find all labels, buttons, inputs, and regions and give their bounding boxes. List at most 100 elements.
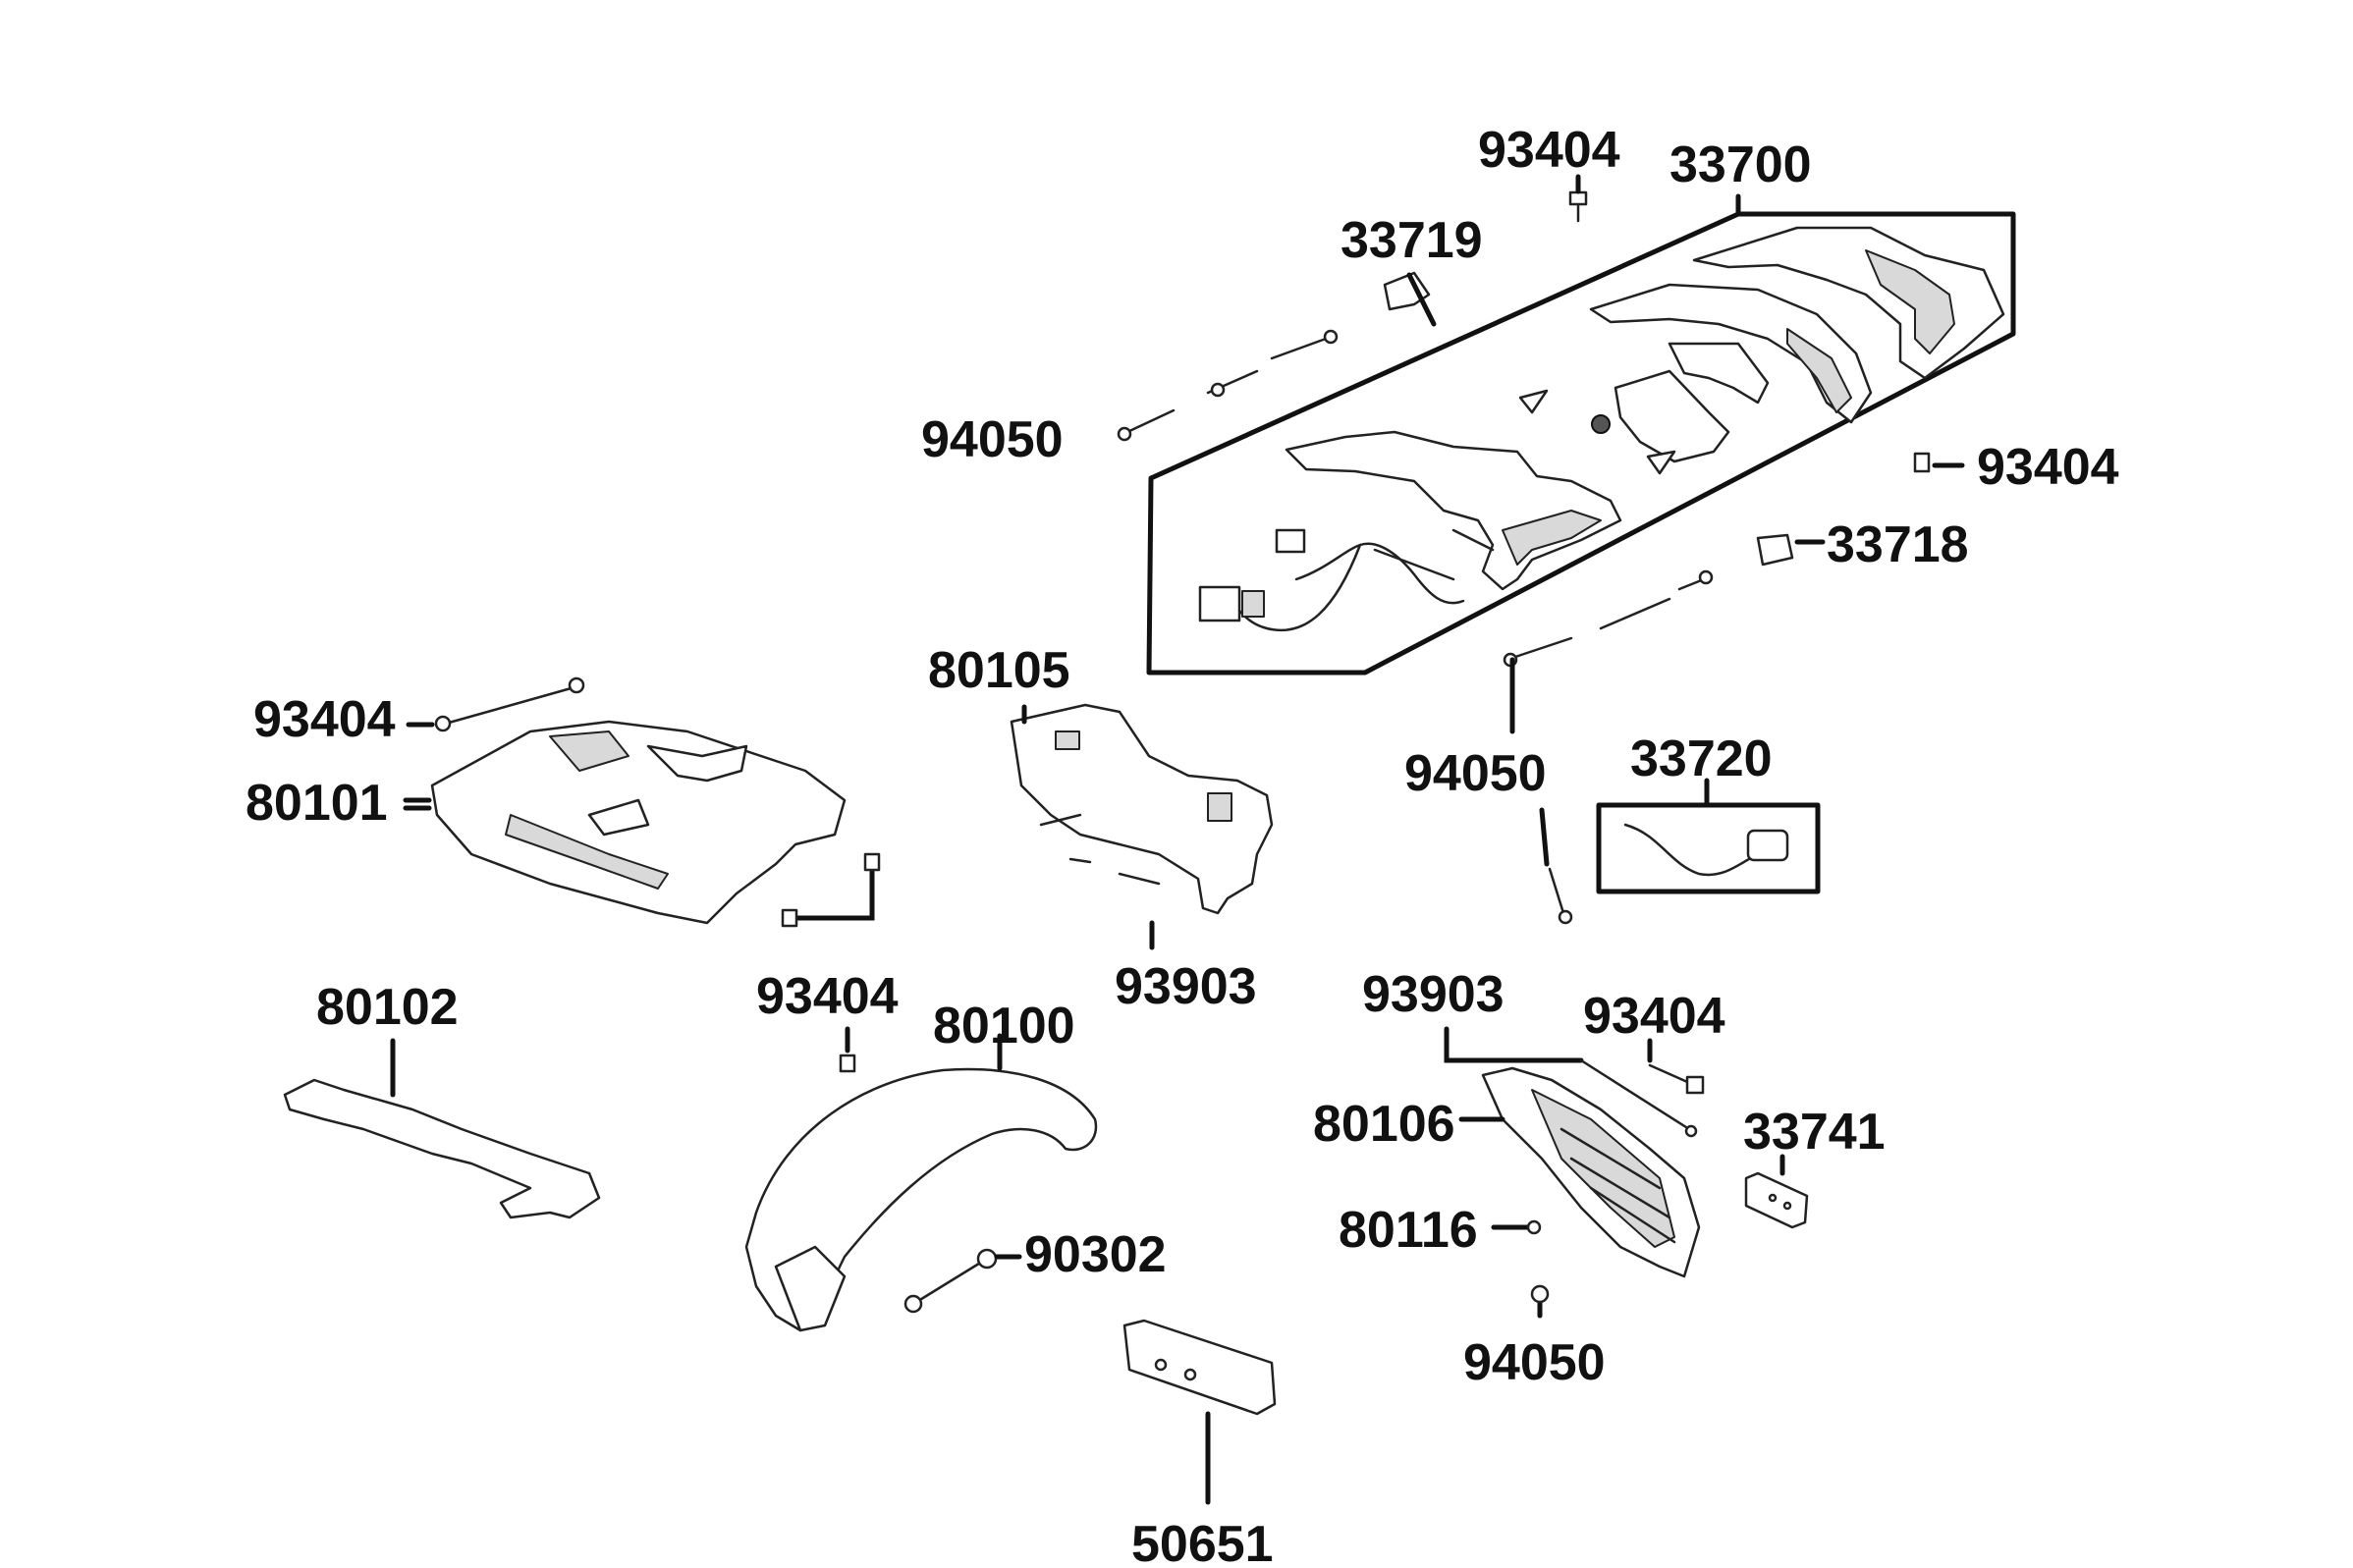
screw-tip	[1684, 1124, 1698, 1138]
tail-lens-lower	[1589, 283, 1873, 424]
screw-80116	[1526, 1219, 1542, 1235]
label-93404-top: 93404	[1478, 122, 1620, 179]
screw-94050-lower	[1548, 867, 1565, 915]
label-80105: 80105	[928, 642, 1070, 699]
label-33718: 33718	[1827, 516, 1969, 573]
part-50651-pad	[1122, 1319, 1277, 1505]
screw-head	[1558, 909, 1573, 925]
small-pad-33741	[1744, 1171, 1809, 1229]
bolt-90302	[916, 1260, 984, 1303]
tail-light-assembly-group	[1146, 211, 2016, 676]
part-80100-fender	[744, 1033, 1098, 1332]
bolt-head	[839, 1054, 856, 1073]
screw-shafts	[1125, 337, 1328, 434]
rubber-pad-50651	[1122, 1319, 1277, 1416]
tail-lens-lower-shading	[1786, 328, 1852, 413]
leader-33719	[1406, 272, 1437, 327]
bolt-head	[976, 1248, 998, 1270]
part-80102-bracket	[283, 1038, 601, 1219]
label-33700: 33700	[1669, 136, 1812, 193]
grommet	[1591, 414, 1611, 434]
pad-hole	[1768, 1193, 1778, 1203]
label-93404-right: 93404	[1977, 439, 2119, 496]
leader-93903-right	[1444, 1026, 1584, 1063]
leader-93404-mid	[793, 861, 875, 921]
connector-plug	[1198, 585, 1241, 622]
label-50651: 50651	[1131, 1516, 1274, 1568]
screw-head	[1323, 329, 1339, 345]
connector-plug-2	[1241, 590, 1265, 618]
screw-set-94050-top	[1117, 329, 1339, 442]
label-93404-lower: 93404	[1583, 988, 1725, 1045]
screw-head	[1210, 382, 1226, 398]
fender-flap	[774, 1245, 847, 1332]
part-80105-bracket	[1010, 703, 1274, 950]
label-80100: 80100	[933, 998, 1075, 1054]
screw-head	[1698, 569, 1714, 585]
tail-light-housing	[1614, 369, 1730, 463]
label-33720: 33720	[1630, 730, 1773, 787]
wire-harness	[1231, 542, 1465, 632]
leader-94050-mid-lower	[1539, 807, 1550, 867]
bolt-head	[863, 852, 881, 872]
rear-bracket-80105	[1010, 703, 1274, 915]
bolt-head	[1685, 1075, 1705, 1095]
label-94050-mid: 94050	[1404, 745, 1547, 802]
wire-branch	[1373, 528, 1495, 581]
bolt-nut	[903, 1294, 923, 1314]
pad-hole	[1183, 1368, 1197, 1381]
tray-latch	[587, 798, 650, 837]
label-33741: 33741	[1743, 1104, 1886, 1161]
pad-hole	[1154, 1358, 1168, 1372]
connector-small	[1275, 528, 1306, 554]
license-light-wire	[1623, 823, 1760, 877]
tray-fin	[646, 744, 748, 783]
screw-head	[1117, 426, 1132, 442]
label-80102: 80102	[316, 979, 459, 1036]
bracket-slot	[1207, 792, 1232, 822]
label-93903-right: 93903	[1362, 966, 1505, 1023]
label-93903-mid: 93903	[1115, 958, 1257, 1015]
tray-pocket	[549, 730, 629, 772]
pad-hole	[1782, 1201, 1792, 1211]
holder-grid-lines	[1560, 1127, 1676, 1244]
bolt-93404-left	[440, 685, 576, 727]
label-93404-mid: 93404	[756, 968, 899, 1025]
label-33719: 33719	[1341, 212, 1483, 269]
bolt-head	[781, 908, 798, 928]
screw-93903-right	[1579, 1058, 1691, 1131]
label-90302: 90302	[1024, 1226, 1167, 1283]
leader-80101	[403, 797, 432, 811]
small-triangle-clip-2	[1646, 450, 1676, 475]
tail-light-bracket	[1668, 342, 1770, 405]
license-light-unit	[1746, 829, 1789, 862]
bolt-set-93404-mid	[781, 852, 881, 1073]
screw-set-94050-mid	[1503, 569, 1714, 668]
label-94050-bottom: 94050	[1463, 1334, 1606, 1391]
bolt-head	[434, 715, 452, 732]
clip-33718	[1756, 533, 1794, 567]
holder-grid	[1531, 1089, 1675, 1248]
frame-shading	[1502, 510, 1602, 566]
bolt-93404-right	[1913, 452, 1931, 473]
tail-light-base-frame	[1285, 430, 1622, 591]
part-80106-holder	[1444, 1026, 1705, 1319]
part-80101-tray	[403, 676, 847, 925]
tray-channel	[505, 814, 669, 890]
nut-94050	[1530, 1284, 1550, 1304]
bolt-head	[568, 676, 585, 694]
label-94050-left: 94050	[921, 411, 1064, 468]
bracket-bolts	[1039, 813, 1161, 886]
tail-lens-inner-shading	[1865, 249, 1955, 354]
part-33741-pad	[1744, 1154, 1809, 1229]
small-triangle-clip	[1518, 389, 1549, 414]
bolt-head	[1568, 190, 1588, 206]
label-80101: 80101	[246, 775, 388, 832]
label-93404-left: 93404	[253, 691, 396, 748]
screw-shafts	[1510, 577, 1706, 660]
label-80106: 80106	[1313, 1096, 1455, 1153]
label-80116: 80116	[1339, 1202, 1478, 1259]
support-bracket-80102	[283, 1078, 601, 1219]
bracket-slot	[1055, 730, 1080, 750]
